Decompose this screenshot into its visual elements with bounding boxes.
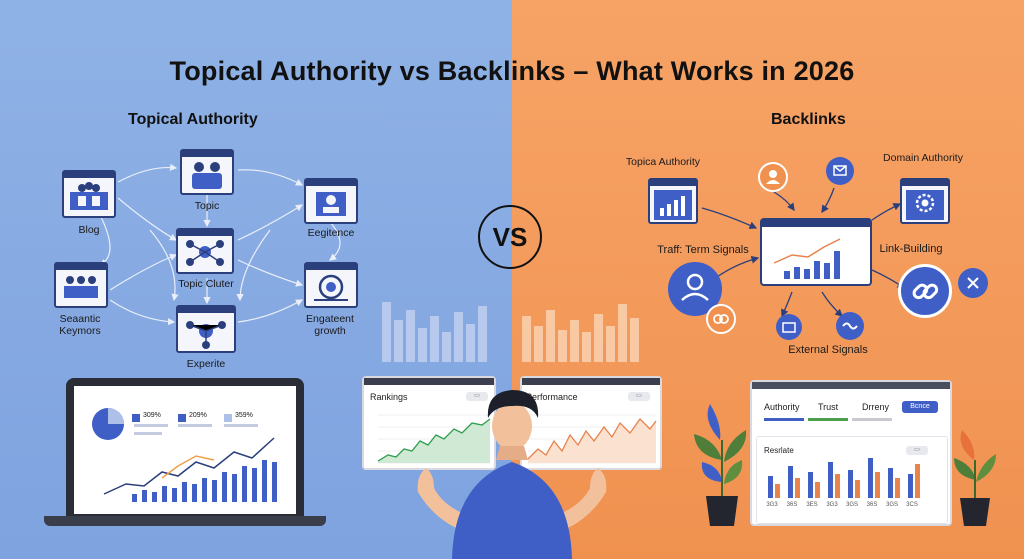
- growth-chart-icon: [654, 190, 692, 220]
- people-group-icon: [70, 182, 108, 210]
- laptop: [66, 378, 304, 518]
- dashboard-section-title: Resrlate: [764, 446, 794, 455]
- plant-right: [954, 430, 996, 526]
- target-icon: [314, 274, 348, 301]
- engagement-growth-label-line1: Engateent: [306, 313, 354, 325]
- laptop-base: [44, 516, 326, 526]
- laptop-legend-1: 309%: [143, 412, 161, 419]
- engagement-node: [304, 178, 358, 224]
- hub-icon: [186, 321, 226, 349]
- user-circle-icon: [758, 162, 788, 192]
- tab-indicator-green: [808, 418, 848, 421]
- blog-node: [62, 170, 116, 218]
- rankings-filter-pill[interactable]: ▭: [466, 392, 488, 401]
- dashboard-x-tick: 3ES: [806, 502, 818, 508]
- dashboard-tab-third[interactable]: Drreny: [862, 402, 890, 412]
- dashboard-x-tick: 36S: [866, 502, 878, 508]
- mail-check-icon: [826, 157, 854, 185]
- gear-user-icon: [906, 190, 944, 220]
- dashboard-tab-trust[interactable]: Trust: [818, 402, 839, 412]
- expertise-node: [176, 305, 236, 353]
- blog-label: Blog: [78, 224, 100, 236]
- rankings-line-chart: [377, 414, 491, 464]
- handshake-icon: [836, 312, 864, 340]
- network-icon: [186, 240, 224, 266]
- performance-title: Performance: [526, 392, 578, 402]
- semantic-keywords-label-line2: Keymors: [59, 325, 101, 337]
- dashboard-x-tick: 3GS: [885, 502, 898, 508]
- engagement-growth-label-line2: growth: [314, 325, 346, 337]
- central-chart-window: [760, 218, 872, 286]
- traffic-signals-label: Traff: Term Signals: [657, 244, 749, 256]
- performance-line-chart: [527, 414, 657, 464]
- vs-badge: VS: [478, 205, 542, 269]
- domain-authority-window: [900, 178, 950, 224]
- user-profile-icon: [316, 192, 346, 216]
- page-title: Topical Authority vs Backlinks – What Wo…: [169, 56, 855, 86]
- tab-indicator-blue: [764, 418, 804, 421]
- topical-authority-label: Topica Authority: [625, 156, 701, 168]
- dashboard-x-tick: 3G3: [766, 502, 778, 508]
- topic-label: Topic: [194, 200, 220, 212]
- topical-authority-window: [648, 178, 698, 224]
- team-icon: [192, 162, 222, 189]
- engagement-label: Eegitence: [307, 227, 355, 239]
- central-bar-chart: [773, 238, 841, 279]
- dashboard-tab-authority[interactable]: Authority: [764, 402, 800, 412]
- domain-authority-label: Domain Authority: [883, 152, 963, 164]
- laptop-chart: [92, 408, 277, 502]
- laptop-legend-3: 359%: [235, 412, 253, 419]
- dashboard-bar-chart: [768, 458, 920, 498]
- expertise-label: Experite: [186, 358, 226, 370]
- backlinks-heading: Backlinks: [771, 111, 846, 128]
- dashboard-x-tick: 3GS: [845, 502, 858, 508]
- engagement-growth-node: [304, 262, 358, 308]
- topical-authority-heading: Topical Authority: [128, 111, 258, 128]
- person-viewing-screens: [417, 390, 607, 559]
- semantic-keywords-node: [54, 262, 108, 308]
- laptop-legend-2: 209%: [189, 412, 207, 419]
- rankings-title: Rankings: [370, 392, 408, 402]
- plant-left: [694, 404, 747, 526]
- dashboard-x-tick: 3CS: [906, 502, 918, 508]
- close-circle-icon: [958, 268, 988, 298]
- semantic-keywords-label-line1: Seaantic: [59, 313, 101, 325]
- people-icon: [64, 276, 98, 298]
- link-building-icon: [898, 264, 952, 318]
- link-building-label: Link-Building: [879, 243, 943, 255]
- faded-bar-decoration-left: [382, 302, 487, 362]
- external-signals-label: External Signals: [788, 344, 868, 356]
- dashboard-x-tick: 36S: [786, 502, 798, 508]
- topic-cluster-node: [176, 228, 234, 274]
- laptop-screen: [74, 386, 296, 514]
- link-small-icon: [706, 304, 736, 334]
- dashboard-button[interactable]: Bcnce: [902, 401, 938, 413]
- topic-cluster-label: Topic Cluter: [178, 278, 234, 290]
- tab-indicator-gray: [852, 418, 892, 421]
- dashboard-x-tick: 3G3: [826, 502, 838, 508]
- performance-filter-pill[interactable]: ▭: [628, 392, 650, 401]
- mail-small-icon: [776, 314, 802, 340]
- topic-connections: [98, 163, 341, 326]
- topic-node: [180, 149, 234, 195]
- dashboard-filter-pill[interactable]: ▭: [906, 446, 928, 455]
- faded-bar-decoration-right: [522, 304, 639, 362]
